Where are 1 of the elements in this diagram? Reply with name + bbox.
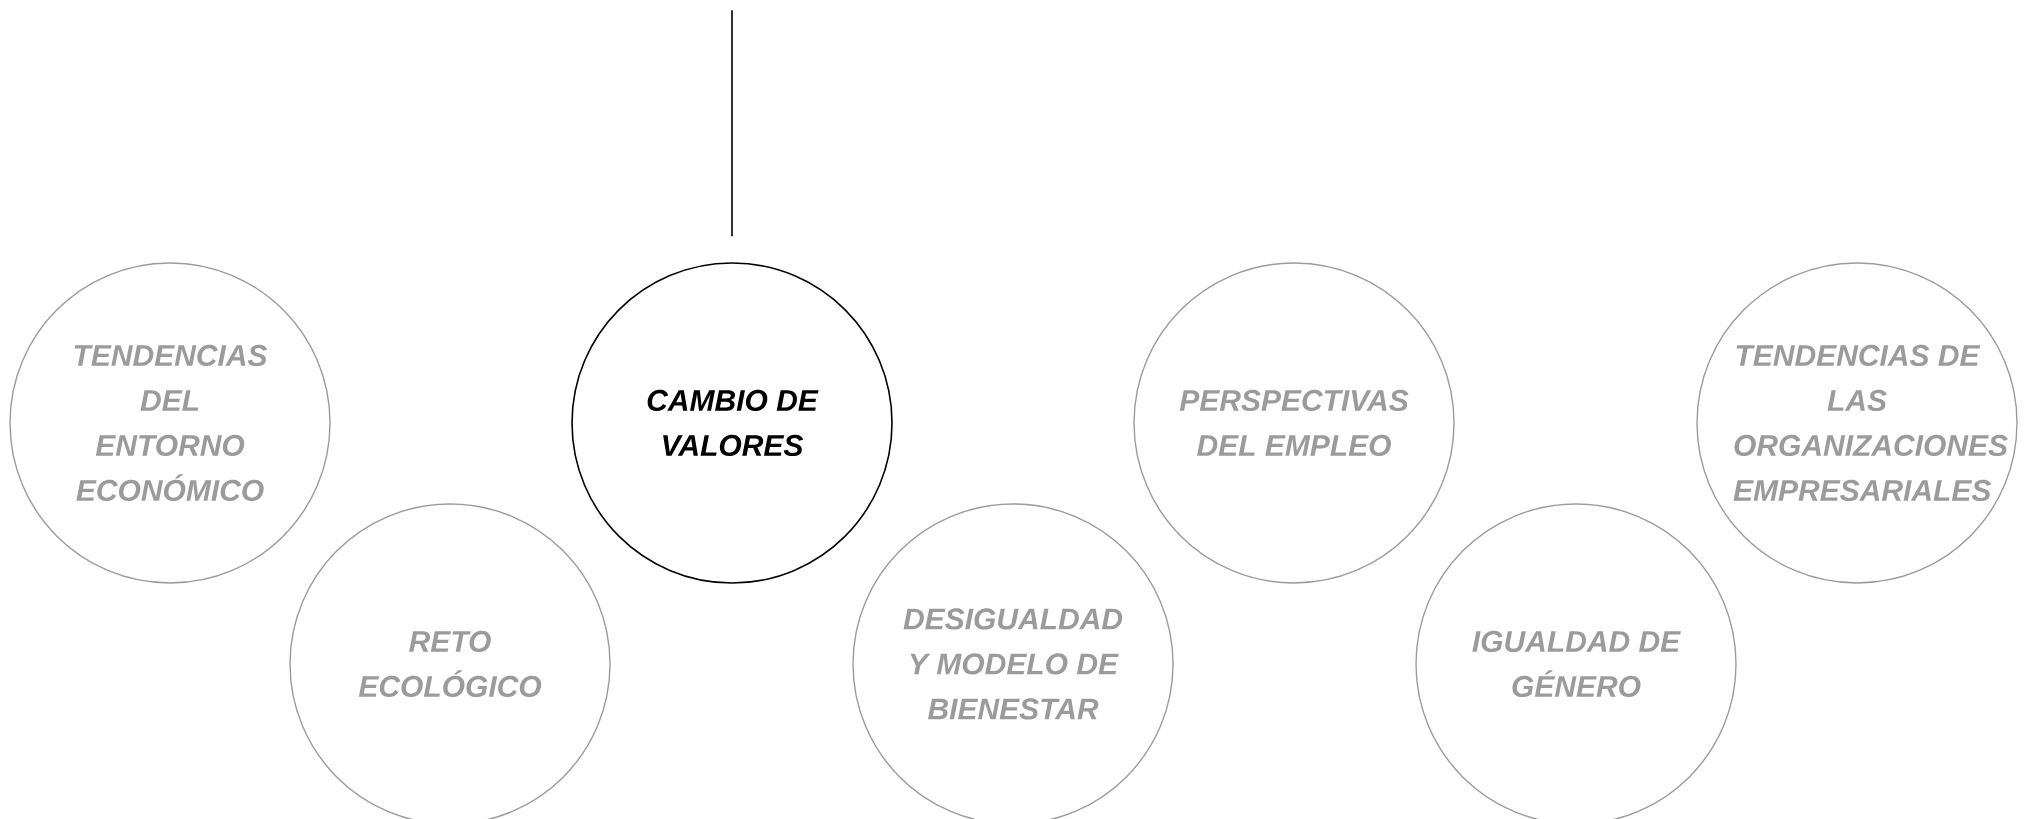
connector-line (731, 9, 733, 237)
